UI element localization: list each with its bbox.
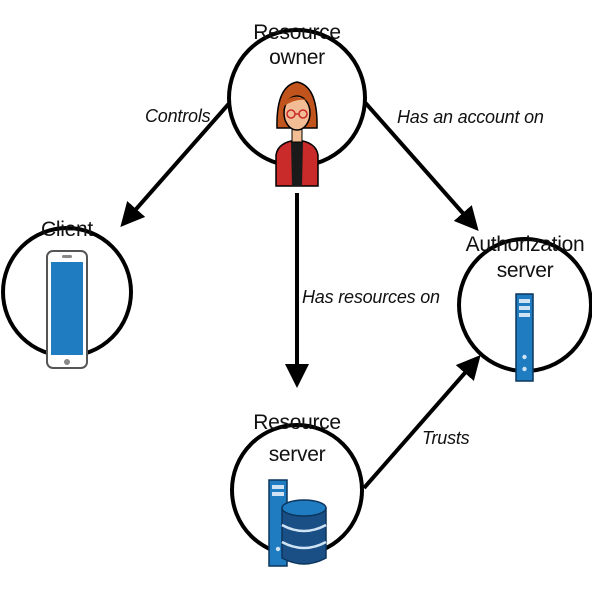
- resource-owner-label-line1: Resource: [253, 21, 340, 44]
- resource-server-label-line2: server: [269, 443, 326, 466]
- edge-label-has-account-on: Has an account on: [397, 107, 544, 127]
- person-icon: [275, 81, 319, 187]
- edge-has-account-on: [360, 97, 479, 231]
- node-client: Client: [1, 218, 133, 369]
- resource-owner-label-line2: owner: [269, 46, 325, 69]
- node-resource-owner: Resource owner: [227, 21, 367, 187]
- edge-controls: [120, 97, 235, 228]
- client-label: Client: [41, 218, 93, 241]
- edge-label-trusts: Trusts: [422, 428, 470, 448]
- server-tower-icon: [515, 293, 534, 382]
- authorization-server-label-line2: server: [497, 259, 554, 282]
- smartphone-icon: [46, 250, 88, 369]
- node-authorization-server: Authorization server: [457, 233, 592, 382]
- edge-trusts: [362, 354, 481, 490]
- node-resource-server: Resource server: [230, 411, 364, 567]
- resource-server-label-line1: Resource: [253, 411, 340, 434]
- edge-label-has-resources-on: Has resources on: [302, 287, 440, 307]
- edge-label-controls: Controls: [145, 106, 211, 126]
- database-server-icon: [268, 479, 327, 567]
- authorization-server-label-line1: Authorization: [466, 233, 585, 256]
